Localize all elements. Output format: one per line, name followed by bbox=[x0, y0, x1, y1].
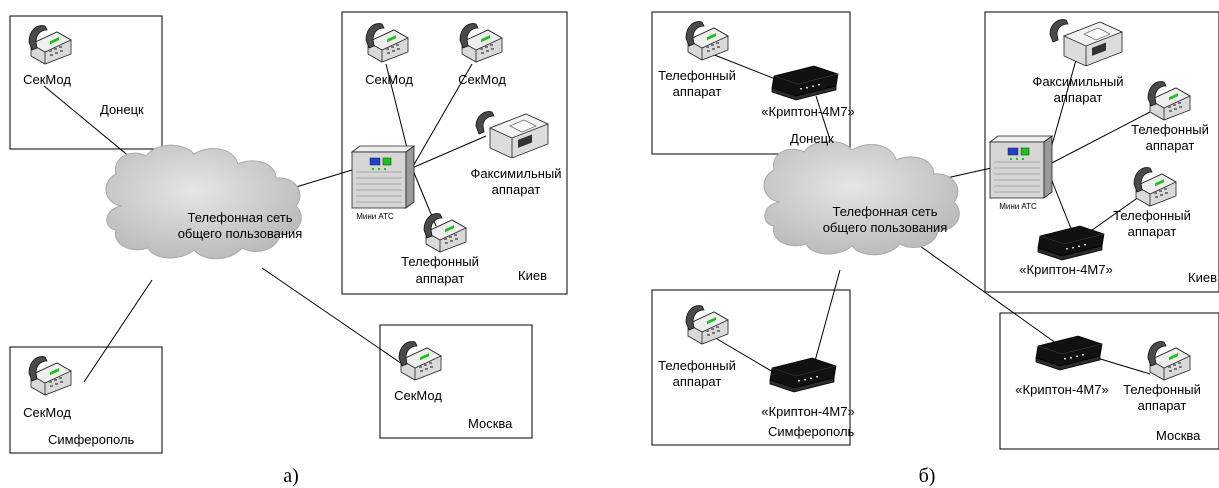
caption-b: б) bbox=[919, 465, 936, 487]
link-simferopol bbox=[83, 279, 153, 383]
telephone-icon bbox=[685, 305, 729, 345]
b-kiev-phone1-label-1: Телефонный bbox=[1131, 122, 1209, 137]
b-kiev-phone1-label-2: аппарат bbox=[1146, 138, 1195, 153]
b-kiev-pbx-label: Мини АТС bbox=[999, 202, 1037, 211]
b-donetsk-phone-label-1: Телефонный bbox=[658, 68, 736, 83]
box-kiev bbox=[341, 11, 568, 295]
box-simferopol bbox=[9, 346, 163, 454]
simferopol-city-label: Симферополь bbox=[48, 432, 135, 447]
cloud-label-line1: Телефонная сеть bbox=[187, 210, 292, 225]
box-b-simferopol bbox=[651, 289, 851, 446]
kiev-fax-label-2: аппарат bbox=[492, 182, 541, 197]
crypto-modem-icon bbox=[771, 65, 839, 101]
fax-machine-icon bbox=[475, 111, 549, 159]
link-b-moscow bbox=[919, 245, 1061, 347]
link-moscow bbox=[261, 267, 409, 369]
fax-machine-icon bbox=[1049, 19, 1123, 67]
b-moscow-phone-label-2: аппарат bbox=[1138, 398, 1187, 413]
b-simferopol-city-label: Симферополь bbox=[768, 424, 855, 439]
diagram-a: Телефонная сеть общего пользования СекМо… bbox=[9, 11, 568, 487]
box-b-donetsk bbox=[651, 11, 851, 155]
mini-pbx-icon bbox=[989, 135, 1053, 199]
b-kiev-fax-label-1: Факсимильный bbox=[1032, 74, 1123, 89]
mini-pbx-icon bbox=[351, 145, 415, 209]
box-b-kiev bbox=[984, 11, 1219, 293]
b-simferopol-phone-label-2: аппарат bbox=[673, 374, 722, 389]
network-cloud-icon bbox=[763, 140, 960, 256]
kiev-pbx-label: Мини АТС bbox=[356, 212, 394, 221]
box-moscow bbox=[379, 324, 533, 439]
simferopol-phone-label: СекМод bbox=[23, 405, 71, 420]
telephone-icon bbox=[28, 356, 72, 396]
link-kiev-fax bbox=[411, 135, 487, 169]
b-kiev-modem-label: «Криптон-4М7» bbox=[1019, 262, 1112, 277]
box-donetsk bbox=[9, 15, 163, 150]
moscow-city-label: Москва bbox=[468, 416, 513, 431]
telephone-icon bbox=[1147, 341, 1191, 381]
b-moscow-phone-label-1: Телефонный bbox=[1123, 382, 1201, 397]
b-simferopol-phone-label-1: Телефонный bbox=[658, 358, 736, 373]
donetsk-phone-label: СекМод bbox=[23, 72, 71, 87]
telephone-icon bbox=[423, 213, 467, 253]
box-b-moscow bbox=[999, 312, 1219, 450]
telephone-icon bbox=[1147, 81, 1191, 121]
kiev-phone3-label-1: Телефонный bbox=[401, 254, 479, 269]
cloud-b-label-line1: Телефонная сеть bbox=[832, 204, 937, 219]
moscow-phone-label: СекМод bbox=[394, 388, 442, 403]
telephone-icon bbox=[685, 21, 729, 61]
caption-a: а) bbox=[283, 465, 299, 487]
link-b-kiev-phone1 bbox=[1045, 111, 1151, 167]
kiev-phone2-label: СекМод bbox=[458, 72, 506, 87]
crypto-modem-icon bbox=[1035, 335, 1103, 371]
link-b-simferopol bbox=[811, 269, 841, 373]
network-cloud-icon bbox=[105, 144, 302, 260]
b-moscow-modem-label: «Криптон-4М7» bbox=[1015, 382, 1108, 397]
b-kiev-city-label: Киев bbox=[1188, 270, 1217, 285]
cloud-label-line2: общего пользования bbox=[178, 226, 303, 241]
telephone-icon bbox=[398, 341, 442, 381]
b-simferopol-modem-label: «Криптон-4М7» bbox=[761, 404, 854, 419]
donetsk-city-label: Донецк bbox=[100, 102, 144, 117]
link-kiev-phone2 bbox=[411, 63, 473, 169]
telephone-icon bbox=[459, 23, 503, 63]
telephone-icon bbox=[1133, 167, 1177, 207]
crypto-modem-icon bbox=[769, 357, 837, 393]
kiev-phone3-label-2: аппарат bbox=[416, 271, 465, 286]
telephone-icon bbox=[28, 25, 72, 65]
b-kiev-fax-label-2: аппарат bbox=[1054, 90, 1103, 105]
kiev-phone1-label: СекМод bbox=[365, 72, 413, 87]
b-donetsk-city-label: Донецк bbox=[790, 131, 834, 146]
crypto-modem-icon bbox=[1037, 225, 1105, 261]
diagram-b: Телефонная сеть общего пользования Телеф… bbox=[651, 11, 1219, 487]
b-donetsk-modem-label: «Криптон-4М7» bbox=[761, 104, 854, 119]
cloud-b-label-line2: общего пользования bbox=[823, 220, 948, 235]
kiev-fax-label-1: Факсимильный bbox=[470, 166, 561, 181]
b-moscow-city-label: Москва bbox=[1156, 428, 1201, 443]
telephone-icon bbox=[365, 23, 409, 63]
b-kiev-phone2-label-2: аппарат bbox=[1128, 224, 1177, 239]
b-kiev-phone2-label-1: Телефонный bbox=[1113, 208, 1191, 223]
kiev-city-label: Киев bbox=[518, 268, 547, 283]
b-donetsk-phone-label-2: аппарат bbox=[673, 84, 722, 99]
